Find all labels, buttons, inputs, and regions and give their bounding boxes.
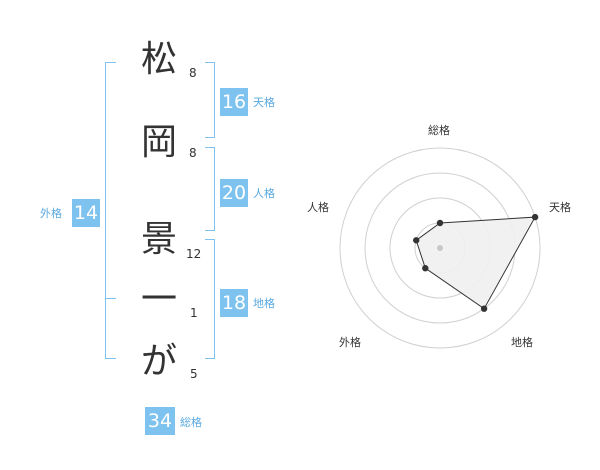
radar-label-chikaku: 地格 [511,336,533,349]
chikaku-label: 地格 [253,297,275,310]
stroke-count-1: 8 [189,66,197,80]
radar-label-gaikaku: 外格 [339,336,361,349]
radar-point-5 [413,237,420,244]
bracket-tenkaku [205,62,215,138]
bracket-gaikaku [105,62,116,359]
radar-point-4 [422,265,429,272]
tenkaku-badge: 16 [220,88,248,116]
radar-points [413,213,539,312]
name-char-1: 松 [141,39,178,80]
radar-label-jinkaku: 人格 [307,201,329,214]
bracket-gaikaku-divider [105,298,116,299]
stroke-count-3: 12 [186,247,202,261]
bracket-chikaku [205,239,215,359]
radar-point-3 [480,305,488,312]
jinkaku-badge: 20 [220,179,248,207]
soukaku-label: 総格 [180,416,202,429]
name-char-5: が [141,341,178,382]
radar-ring-4 [339,147,541,349]
gaikaku-badge: 14 [72,199,100,227]
jinkaku-label: 人格 [253,187,275,200]
radar-point-1 [436,219,444,227]
bracket-jinkaku [205,147,215,231]
radar-polygon [415,216,536,310]
name-char-4: 一 [141,279,178,320]
radar-label-soukaku: 総格 [428,124,450,137]
name-char-2: 岡 [141,122,178,163]
stroke-count-4: 1 [190,306,198,320]
radar-label-tenkaku: 天格 [549,201,571,214]
stroke-count-2: 8 [189,146,197,160]
radar-center-dot [437,245,443,251]
name-char-3: 景 [141,219,178,260]
chikaku-badge: 18 [220,289,248,317]
stroke-count-5: 5 [190,367,198,381]
radar-point-2 [531,213,539,221]
gaikaku-label: 外格 [40,207,62,220]
soukaku-badge: 34 [145,407,175,435]
tenkaku-label: 天格 [253,96,275,109]
